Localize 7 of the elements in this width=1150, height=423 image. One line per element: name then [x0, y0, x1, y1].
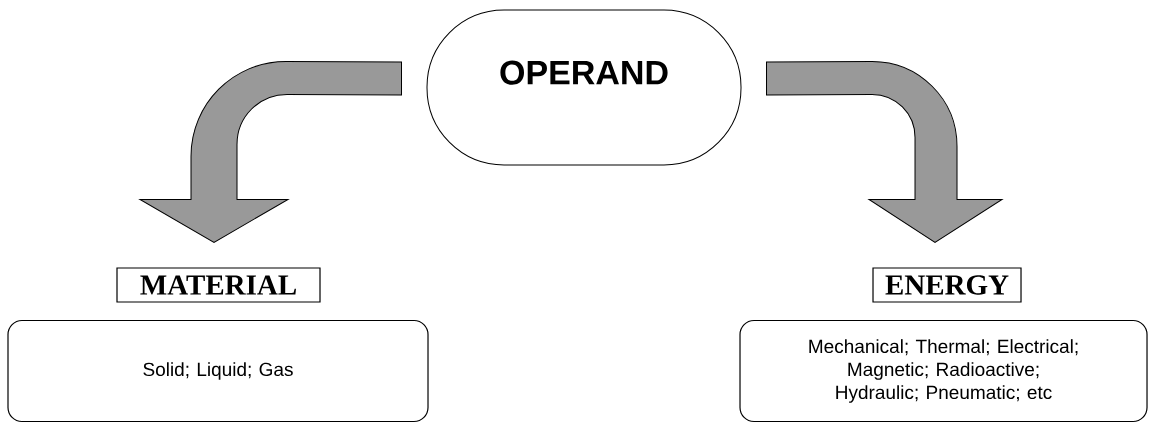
curved-arrow	[766, 60, 1003, 243]
category-box: ENERGY	[872, 267, 1022, 303]
category-box: MATERIAL	[116, 267, 321, 303]
curved-arrow	[139, 60, 402, 243]
operand-box: OPERAND	[426, 9, 742, 166]
description-box: Solid; Liquid; Gas	[7, 319, 429, 423]
description-box: Mechanical; Thermal; Electrical; Magnetic; Radioactive; Hydraulic; Pneumatic; etc	[739, 319, 1148, 423]
